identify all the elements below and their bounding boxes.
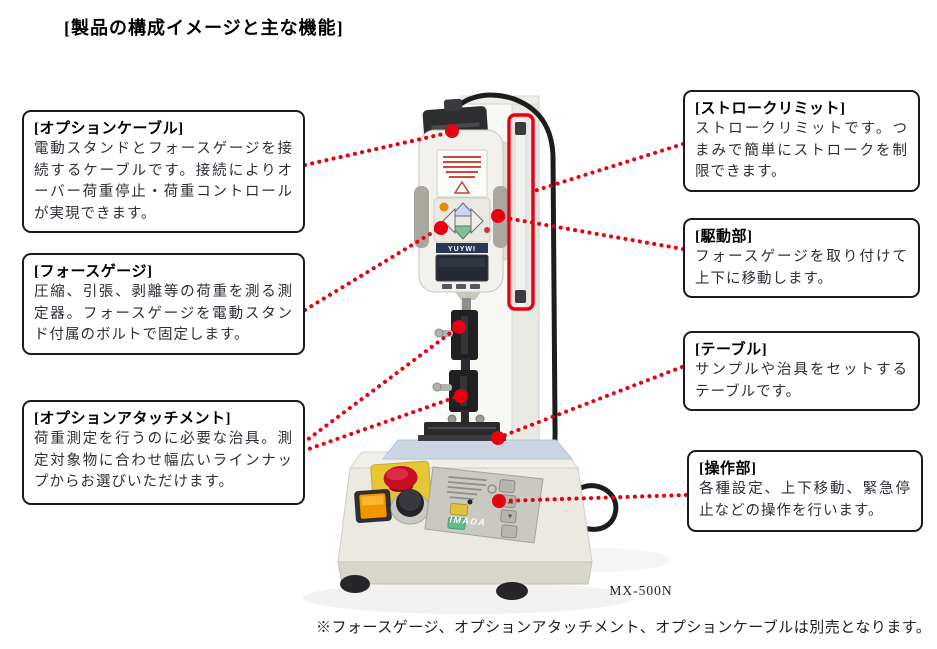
callout-title: [操作部] [699, 461, 757, 477]
callout-body: 電動スタンドとフォースゲージを接続するケーブルです。接続によりオーバー荷重停止・… [34, 141, 293, 222]
table-plate [424, 422, 500, 437]
callout-title: [フォースゲージ] [34, 264, 153, 280]
base-brand-text: IMADA [449, 514, 487, 527]
leader-option-cable [303, 130, 454, 167]
leader-drive-unit [498, 215, 685, 251]
leader-table [498, 365, 684, 439]
callout-drive-unit: [駆動部] フォースゲージを取り付けて上下に移動します。 [683, 218, 920, 298]
leader-force-gauge [303, 226, 442, 312]
control-panel: IMADA [354, 460, 544, 544]
callout-body: フォースゲージを取り付けて上下に移動します。 [695, 249, 908, 287]
leader-endpoints [434, 124, 506, 508]
product-model-label: MX-500N [609, 583, 673, 598]
keypad-yellow-button [449, 502, 469, 517]
leader-stroke-limit [532, 142, 685, 193]
callout-stroke-limit: [ストロークリミット] ストロークリミットです。つまみで簡単にストロークを制限で… [683, 90, 920, 192]
base-foot-right [496, 582, 528, 600]
callout-title: [オプションケーブル] [34, 121, 184, 137]
callout-option-attachment: [オプションアタッチメント] 荷重測定を行うのに必要な治具。測定対象物に合わせ幅… [22, 400, 305, 505]
leader-attachment-upper [301, 326, 459, 445]
gauge-warning-label [436, 149, 488, 198]
callout-title: [テーブル] [695, 342, 768, 358]
table-mat [381, 439, 574, 460]
callout-title: [駆動部] [695, 229, 753, 245]
callout-title: [ストロークリミット] [695, 101, 846, 117]
gauge-brand-band [436, 243, 488, 253]
stroke-limit-groove [514, 117, 527, 311]
callout-body: 荷重測定を行うのに必要な治具。測定対象物に合わせ幅広いラインナップからお選びいた… [34, 431, 293, 490]
table-assembly [381, 414, 574, 460]
page-title: [製品の構成イメージと主な機能] [64, 18, 344, 38]
callout-body: ストロークリミットです。つまみで簡単にストロークを制限できます。 [695, 121, 908, 180]
callout-option-cable: [オプションケーブル] 電動スタンドとフォースゲージを接続するケーブルです。接続… [22, 110, 305, 233]
gauge-brand-text: YUYWI [448, 246, 476, 253]
callout-body: 圧縮、引張、剥離等の荷重を測る測定器。フォースゲージを電動スタンド付属のボルトで… [34, 284, 293, 343]
keypad-button-1 [498, 479, 516, 494]
stroke-limit-knob-bottom [515, 290, 526, 303]
keypad-button-2 [500, 524, 518, 539]
leader-control-unit [499, 493, 688, 503]
gauge-key-cluster [433, 197, 491, 243]
keypad-button-down [500, 509, 517, 524]
callout-control-unit: [操作部] 各種設定、上下移動、緊急停止などの操作を行います。 [687, 450, 923, 532]
stroke-limit-highlight [507, 113, 535, 311]
leader-lines [301, 130, 688, 503]
callout-force-gauge: [フォースゲージ] 圧縮、引張、剥離等の荷重を測る測定器。フォースゲージを電動ス… [22, 253, 305, 355]
leader-attachment-lower [301, 394, 461, 453]
footnote: ※フォースゲージ、オプションアタッチメント、オプションケーブルは別売となります。 [316, 620, 932, 636]
base-foot-left [340, 575, 370, 593]
keypad-panel: IMADA [424, 466, 544, 544]
callout-table: [テーブル] サンプルや治具をセットするテーブルです。 [683, 331, 920, 411]
stroke-limit-knob-top [515, 122, 526, 135]
callout-title: [オプションアタッチメント] [34, 411, 231, 427]
callout-body: 各種設定、上下移動、緊急停止などの操作を行います。 [699, 481, 911, 519]
callout-body: サンプルや治具をセットするテーブルです。 [695, 362, 908, 400]
keypad-green-button [447, 516, 466, 530]
